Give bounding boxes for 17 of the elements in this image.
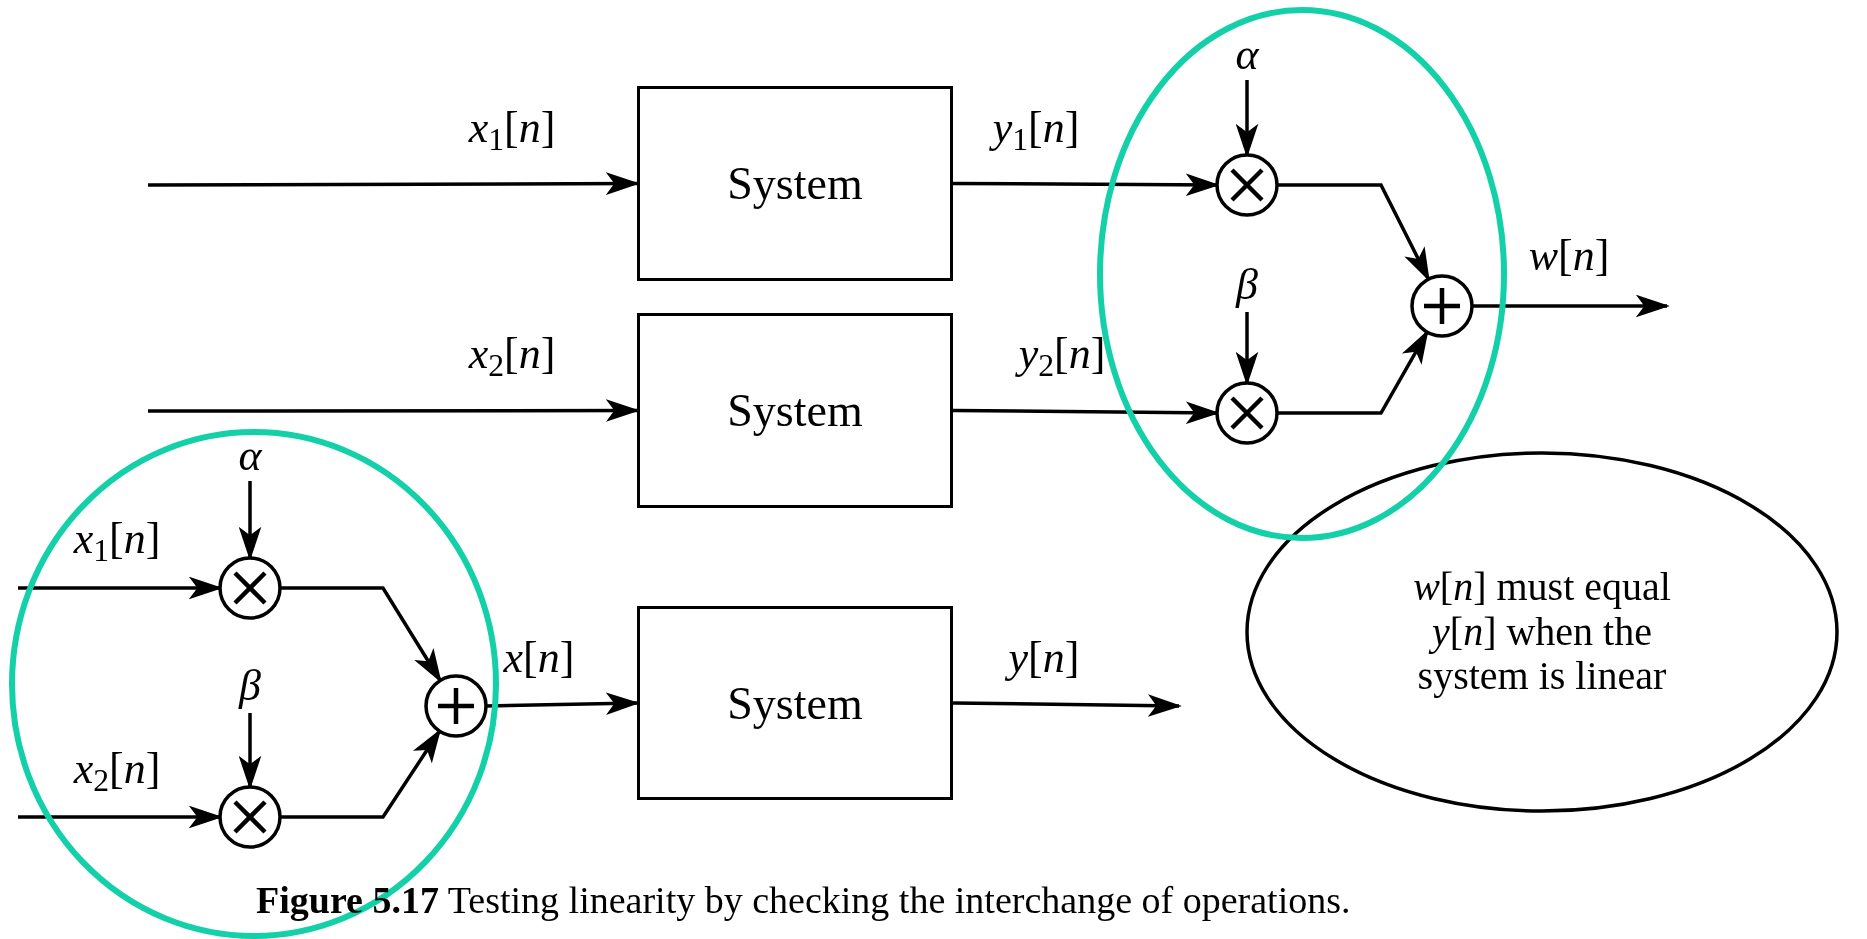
multiplier-circle [218, 785, 282, 849]
adder-circle [424, 674, 488, 738]
figure-caption: Figure 5.17 Testing linearity by checking the interchange of operations. [256, 878, 1351, 922]
note-ellipse [1244, 450, 1840, 814]
note-text: w[n] must equal y[n] when the system is linear [1412, 564, 1672, 700]
system-box: System [637, 86, 953, 281]
multiplier-circle [1215, 153, 1279, 217]
signal-arrow [952, 694, 1182, 717]
gain-label: β [230, 659, 270, 713]
gain-label: α [1227, 30, 1267, 80]
system-box: System [637, 313, 953, 508]
gain-label: α [230, 431, 270, 481]
multiplier-circle [1215, 381, 1279, 445]
adder-circle [1410, 274, 1474, 338]
system-box: System [637, 606, 953, 800]
gain-label: β [1227, 258, 1267, 312]
multiplier-circle [218, 556, 282, 620]
